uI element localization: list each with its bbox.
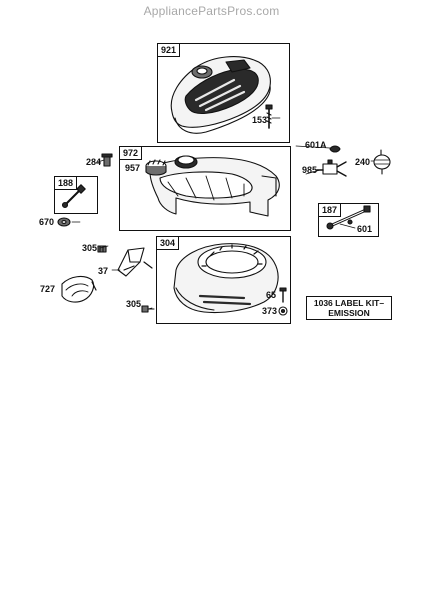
kit-tag-921: 921 <box>158 44 181 57</box>
kit-tag-304: 304 <box>157 237 180 250</box>
part-label-153[interactable]: 153 <box>252 115 268 125</box>
fuel-line-188-drawing <box>61 184 86 209</box>
part-label-37[interactable]: 37 <box>98 266 109 276</box>
kit-box-188[interactable]: 188 <box>54 176 98 214</box>
part-label-305-lower[interactable]: 305 <box>126 299 142 309</box>
filter-240-drawing <box>373 149 391 175</box>
part-label-284[interactable]: 284 <box>86 157 102 167</box>
engine-cover-drawing <box>170 56 271 134</box>
kit-box-187[interactable]: 187 <box>318 203 379 237</box>
label-kit-line2: EMISSION <box>328 308 370 318</box>
washer-670-drawing <box>57 217 71 227</box>
fuel-line-187-drawing <box>326 205 371 230</box>
part-label-240[interactable]: 240 <box>355 157 371 167</box>
valve-985-drawing <box>316 159 347 177</box>
fitting-284-drawing <box>101 153 113 167</box>
air-guide-37-drawing <box>117 247 153 277</box>
fuel-tank-drawing <box>149 155 280 217</box>
part-label-670[interactable]: 670 <box>39 217 55 227</box>
blower-housing-drawing <box>173 243 279 314</box>
kit-box-304[interactable]: 304 <box>156 236 291 324</box>
label-kit-line1: 1036 LABEL KIT– <box>313 298 385 308</box>
part-label-727[interactable]: 727 <box>40 284 56 294</box>
part-label-373[interactable]: 373 <box>262 306 278 316</box>
part-label-305-upper[interactable]: 305 <box>82 243 98 253</box>
part-label-957[interactable]: 957 <box>125 163 141 173</box>
screw-153-drawing <box>265 104 273 129</box>
kit-tag-188: 188 <box>55 177 78 190</box>
part-label-601[interactable]: 601 <box>357 224 373 234</box>
nut-373-drawing <box>278 306 288 316</box>
kit-tag-972: 972 <box>120 147 143 160</box>
screw-65-drawing <box>279 287 287 303</box>
clamp-601a-drawing <box>329 145 341 153</box>
part-label-65[interactable]: 65 <box>266 290 277 300</box>
label-kit-emission-box[interactable]: 1036 LABEL KIT– EMISSION <box>306 296 392 320</box>
fuel-cap-957-drawing <box>145 159 167 176</box>
kit-tag-187: 187 <box>319 204 342 217</box>
kit-box-972[interactable]: 972 <box>119 146 291 231</box>
guard-727-drawing <box>61 275 97 303</box>
site-watermark: AppliancePartsPros.com <box>143 4 280 18</box>
part-label-985[interactable]: 985 <box>302 165 318 175</box>
part-label-601a[interactable]: 601A <box>305 140 327 150</box>
kit-box-921[interactable]: 921 <box>157 43 290 143</box>
